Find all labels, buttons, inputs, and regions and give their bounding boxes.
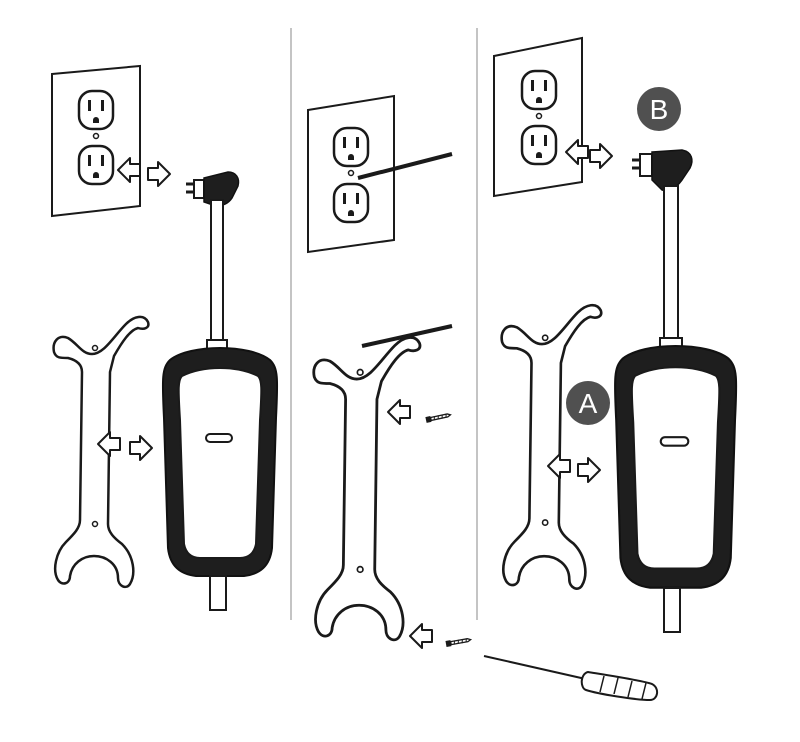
bracket-icon: [312, 336, 422, 642]
plug-icon: [632, 149, 693, 192]
arrow-icon: [129, 435, 153, 461]
callout-a: A: [566, 381, 610, 425]
cable: [663, 185, 679, 347]
screw-icon: [424, 411, 452, 424]
plug-icon: [186, 171, 240, 207]
arrow-icon: [409, 623, 433, 649]
height-line: [357, 152, 453, 180]
outlet-icon: [307, 94, 395, 254]
arrow-icon: [147, 161, 171, 187]
panel-plug-in: [51, 64, 279, 611]
callout-b: B: [637, 87, 681, 131]
arrow-icon: [589, 143, 613, 169]
screwdriver-icon: [483, 655, 658, 702]
callout-a-circle: [566, 381, 610, 425]
callout-a-label: A: [579, 388, 598, 419]
callout-b-circle: [637, 87, 681, 131]
arrow-icon: [577, 457, 601, 483]
panel-mount-bracket: [307, 94, 658, 702]
outlet-icon: [51, 64, 141, 218]
callout-b-label: B: [650, 94, 669, 125]
cable: [210, 199, 224, 349]
bracket-icon: [500, 303, 603, 590]
outlet-icon: [493, 36, 583, 198]
panel-installed: [493, 36, 738, 633]
cable-out: [663, 587, 681, 633]
screw-icon: [444, 636, 472, 648]
cable-out: [209, 575, 227, 611]
charger-icon: [614, 344, 738, 589]
arrow-icon: [387, 399, 411, 425]
height-line: [361, 324, 453, 348]
charger-icon: [161, 347, 279, 577]
